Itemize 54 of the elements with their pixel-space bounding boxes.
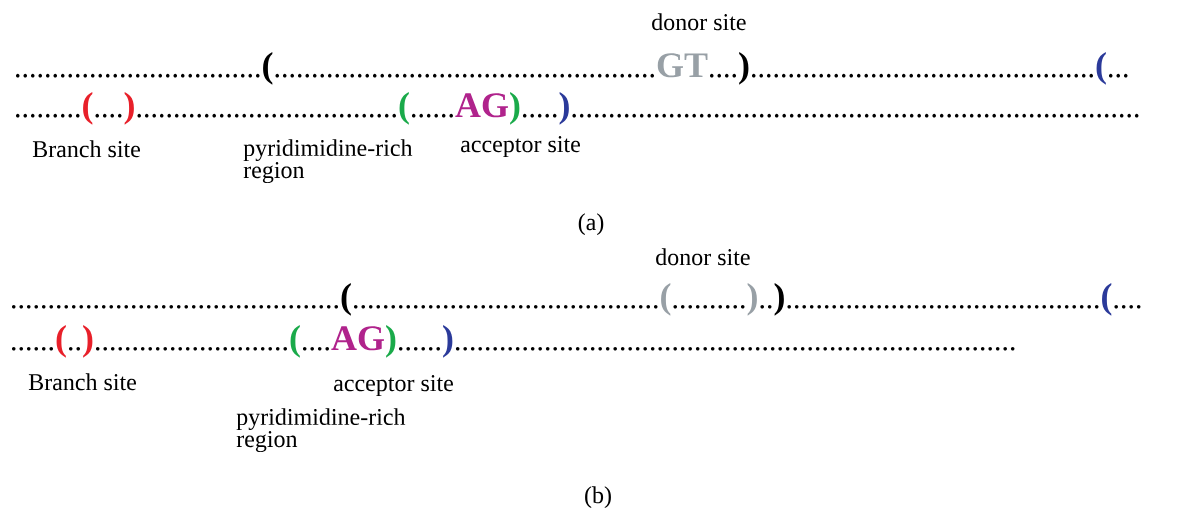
panel-label: (a) [578, 213, 604, 236]
sequence-mark: ( [263, 52, 273, 85]
sequence-mark: GT [657, 53, 708, 78]
dotted-sequence: ...... [411, 113, 453, 118]
dotted-sequence: .... [95, 113, 122, 118]
sequence-mark: ( [1102, 283, 1112, 316]
sequence-mark: ) [559, 92, 569, 125]
site-label: donor site [656, 248, 750, 266]
sequence-mark: ( [1096, 52, 1106, 85]
dotted-sequence: ............................................................................ [572, 113, 1139, 118]
sequence-mark: ) [739, 52, 749, 85]
sequence-mark: ( [341, 283, 351, 316]
sequence-mark: ) [124, 92, 134, 125]
site-label: Branch site [28, 373, 136, 391]
dotted-sequence: .......... [673, 304, 745, 309]
sequence-mark: ( [290, 325, 300, 358]
dotted-sequence: .............................................. [752, 73, 1093, 78]
dotted-sequence: ...... [12, 346, 53, 351]
sequence-mark: ( [83, 92, 93, 125]
site-label: Branch site [32, 140, 140, 158]
dotted-sequence: .. [68, 346, 80, 351]
sequence-mark: AG [455, 93, 508, 118]
sequence-mark: ) [83, 325, 93, 358]
dotted-sequence: .......................................... [787, 304, 1099, 309]
site-label: acceptor site [334, 375, 453, 397]
site-label: acceptor site [461, 136, 580, 158]
sequence-mark: ( [661, 283, 671, 316]
sequence-mark: ( [399, 92, 409, 125]
sequence-mark: ) [386, 325, 396, 358]
site-label: donor site [652, 13, 746, 31]
dotted-sequence: ..... [522, 113, 557, 118]
panel-label: (b) [585, 486, 611, 509]
dotted-sequence: ................................. [16, 73, 260, 78]
sequence-mark: ) [747, 283, 757, 316]
dotted-sequence: .. [760, 304, 772, 309]
site-label: pyridimidine-rich region [243, 139, 413, 184]
dotted-sequence: .... [710, 73, 737, 78]
dotted-sequence: .......................... [95, 346, 287, 351]
dotted-sequence: ........................................................................... [455, 346, 1015, 351]
dotted-sequence: ............................................ [12, 304, 338, 309]
sequence-mark: ) [510, 92, 520, 125]
dotted-sequence: .... [302, 346, 329, 351]
site-label: pyridimidine-rich region [236, 408, 406, 453]
dotted-sequence: ................................... [137, 113, 396, 118]
dotted-sequence: ... [1108, 73, 1128, 78]
dotted-sequence: .... [1114, 304, 1141, 309]
sequence-mark: AG [331, 326, 384, 351]
sequence-mark: ) [443, 325, 453, 358]
dotted-sequence: ...... [398, 346, 440, 351]
sequence-mark: ( [56, 325, 66, 358]
dotted-sequence: ................................................... [275, 73, 654, 78]
dotted-sequence: ......................................... [353, 304, 658, 309]
sequence-mark: ) [774, 283, 784, 316]
dotted-sequence: ......... [16, 113, 80, 118]
